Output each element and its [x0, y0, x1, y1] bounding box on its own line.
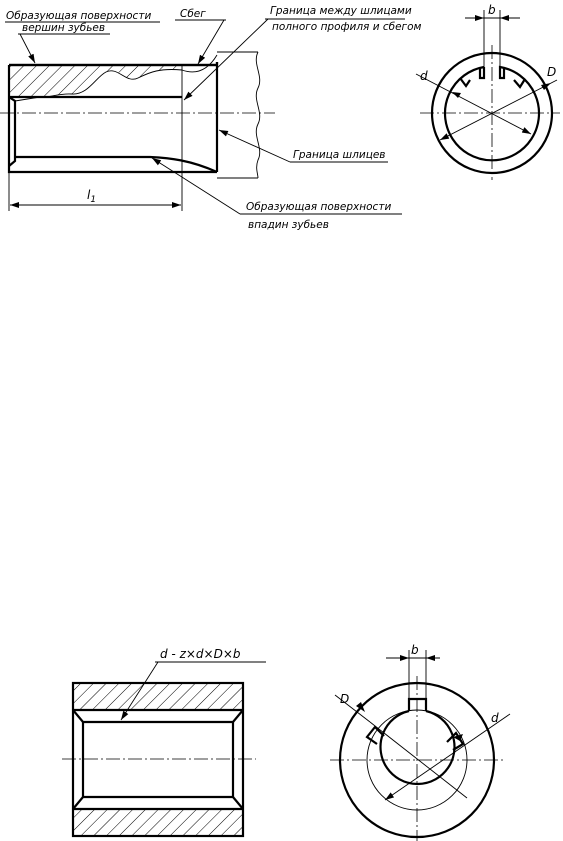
shaft-section-tear: [39, 69, 183, 98]
top-leaders: Образующая поверхности вершин зубьев Сбе…: [5, 5, 421, 231]
shaft-cross-section: b d D: [415, 3, 560, 180]
hub-spline-profile: [379, 697, 456, 786]
shaft-section-hatching: [9, 65, 182, 98]
length-dimension-main: l: [87, 188, 91, 202]
hub-inner-diameter-line: [384, 713, 511, 801]
boundary-full-label-1: Граница между шлицами: [270, 5, 412, 17]
outer-diameter-top-label: D: [547, 65, 556, 79]
runout-curve: [181, 54, 218, 73]
width-b-label: b: [488, 3, 496, 17]
hub-width-label: b: [411, 643, 419, 657]
hub-outline: [71, 681, 245, 838]
shaft-side-view: [0, 51, 275, 179]
length-dimension-label: l1: [87, 188, 96, 205]
hub-cross-section: b D d: [330, 643, 511, 841]
crest-surface-label-2: вершин зубьев: [22, 22, 105, 34]
root-surface-line: [15, 155, 218, 174]
hub-inner-diameter-label: d: [491, 711, 499, 725]
hub-outer-diameter-label: D: [340, 692, 349, 706]
inner-diameter-top-line: [415, 73, 532, 135]
designation-label: d - z×d×D×b: [160, 647, 241, 661]
outer-diameter-top-line: [439, 79, 558, 141]
shaft-break-line: [255, 51, 261, 179]
spline-boundary-label: Граница шлицев: [293, 149, 386, 161]
hub-outer-diameter-line: [334, 694, 371, 723]
hub-side-section: d - z×d×D×b: [62, 647, 266, 838]
root-surface-label-2: впадин зубьев: [248, 219, 329, 231]
boundary-full-label-2: полного профиля и сбегом: [272, 21, 421, 33]
root-surface-label-1: Образующая поверхности: [246, 201, 391, 213]
hub-top-hatching: [73, 683, 243, 710]
runout-label: Сбег: [180, 8, 206, 20]
length-dimension-sub: 1: [90, 195, 96, 205]
hub-bottom-hatching: [73, 809, 243, 836]
crest-surface-label-1: Образующая поверхности: [6, 10, 151, 22]
inner-diameter-top-label: d: [420, 69, 428, 83]
